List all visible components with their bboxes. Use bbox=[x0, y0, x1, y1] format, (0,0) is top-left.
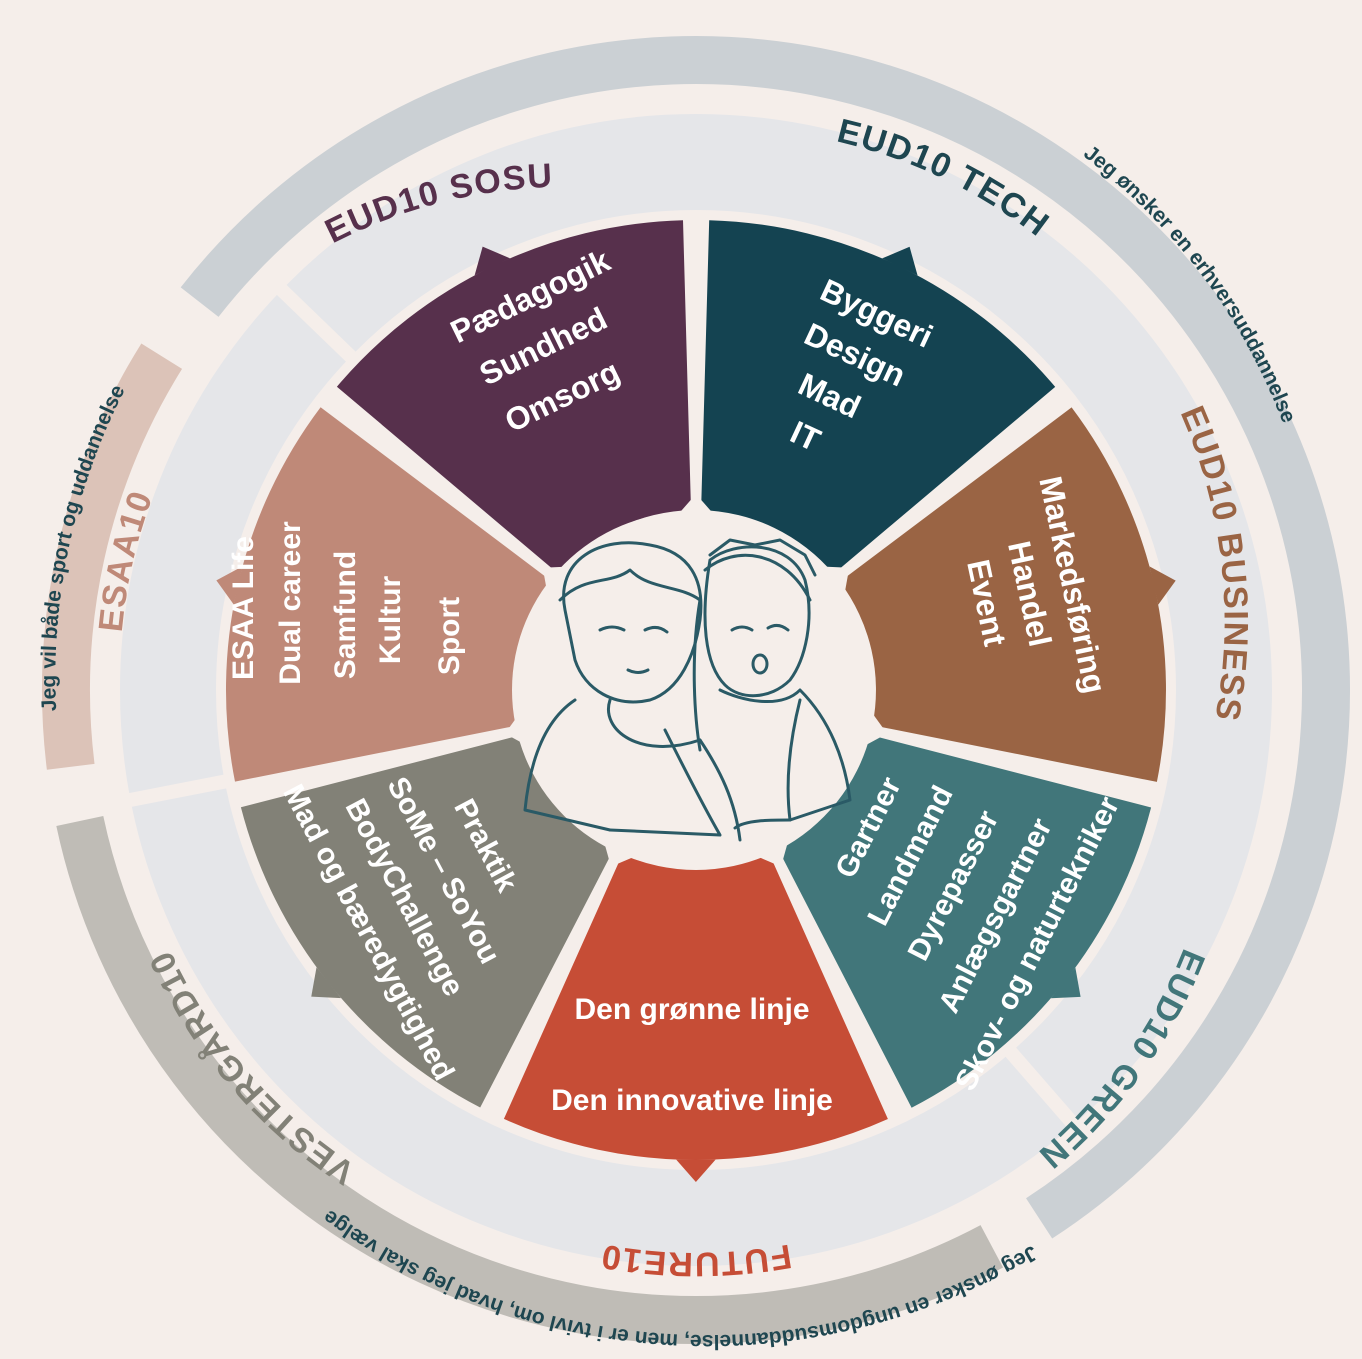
hub-notch bbox=[504, 711, 530, 747]
center-circle bbox=[512, 512, 868, 868]
band-gap bbox=[115, 772, 236, 810]
hub-notches bbox=[504, 494, 888, 867]
outer-ring bbox=[42, 36, 1351, 1345]
wedge-notch bbox=[474, 246, 511, 276]
hub-notch bbox=[603, 839, 637, 867]
item-text: Den innovative linje bbox=[551, 1084, 833, 1117]
wedge-notch bbox=[676, 1159, 716, 1182]
item-text: Dual career bbox=[274, 521, 307, 685]
hub-notch bbox=[677, 494, 715, 515]
items-esaa: ESAA Life Dual career Samfund Kultur Spo… bbox=[227, 521, 466, 685]
hub-notch bbox=[542, 566, 571, 596]
inner-band bbox=[120, 114, 1272, 1266]
wedge-future bbox=[503, 854, 888, 1160]
segment-wedges bbox=[216, 220, 1176, 1182]
wedge-sosu bbox=[336, 220, 691, 574]
wedge-notch bbox=[1149, 566, 1176, 605]
center-hub bbox=[504, 494, 888, 868]
outer-arc-tvivl bbox=[56, 815, 1004, 1345]
wedge-notch bbox=[1050, 967, 1081, 999]
wedge-tech bbox=[701, 220, 1056, 574]
wedge-green bbox=[778, 735, 1152, 1108]
wedge-notch bbox=[311, 967, 342, 999]
hub-notch bbox=[821, 566, 850, 596]
wedge-notch bbox=[882, 246, 918, 276]
wedge-esaa bbox=[225, 407, 553, 782]
wedge-vestergaard bbox=[240, 734, 614, 1108]
item-text: Sport bbox=[433, 597, 466, 675]
band-gap bbox=[999, 1040, 1089, 1140]
hub-notch bbox=[862, 711, 888, 747]
outer-arc-sport bbox=[42, 343, 183, 770]
wedge-notch bbox=[216, 566, 243, 605]
items-future: Den grønne linje Den innovative linje bbox=[551, 993, 833, 1117]
item-text: Den grønne linje bbox=[574, 993, 809, 1026]
two-students-icon bbox=[523, 538, 852, 842]
items-business: Markedsføring Handel Event bbox=[960, 473, 1113, 696]
item-text: Samfund bbox=[329, 551, 362, 679]
wedge-business bbox=[839, 407, 1166, 782]
outer-arc-erhverv bbox=[180, 36, 1351, 1239]
hub-notch bbox=[755, 839, 789, 867]
item-text: Kultur bbox=[374, 576, 407, 665]
band-gap bbox=[266, 275, 363, 369]
item-text: ESAA Life bbox=[227, 536, 260, 680]
band-separators bbox=[115, 275, 1089, 1140]
